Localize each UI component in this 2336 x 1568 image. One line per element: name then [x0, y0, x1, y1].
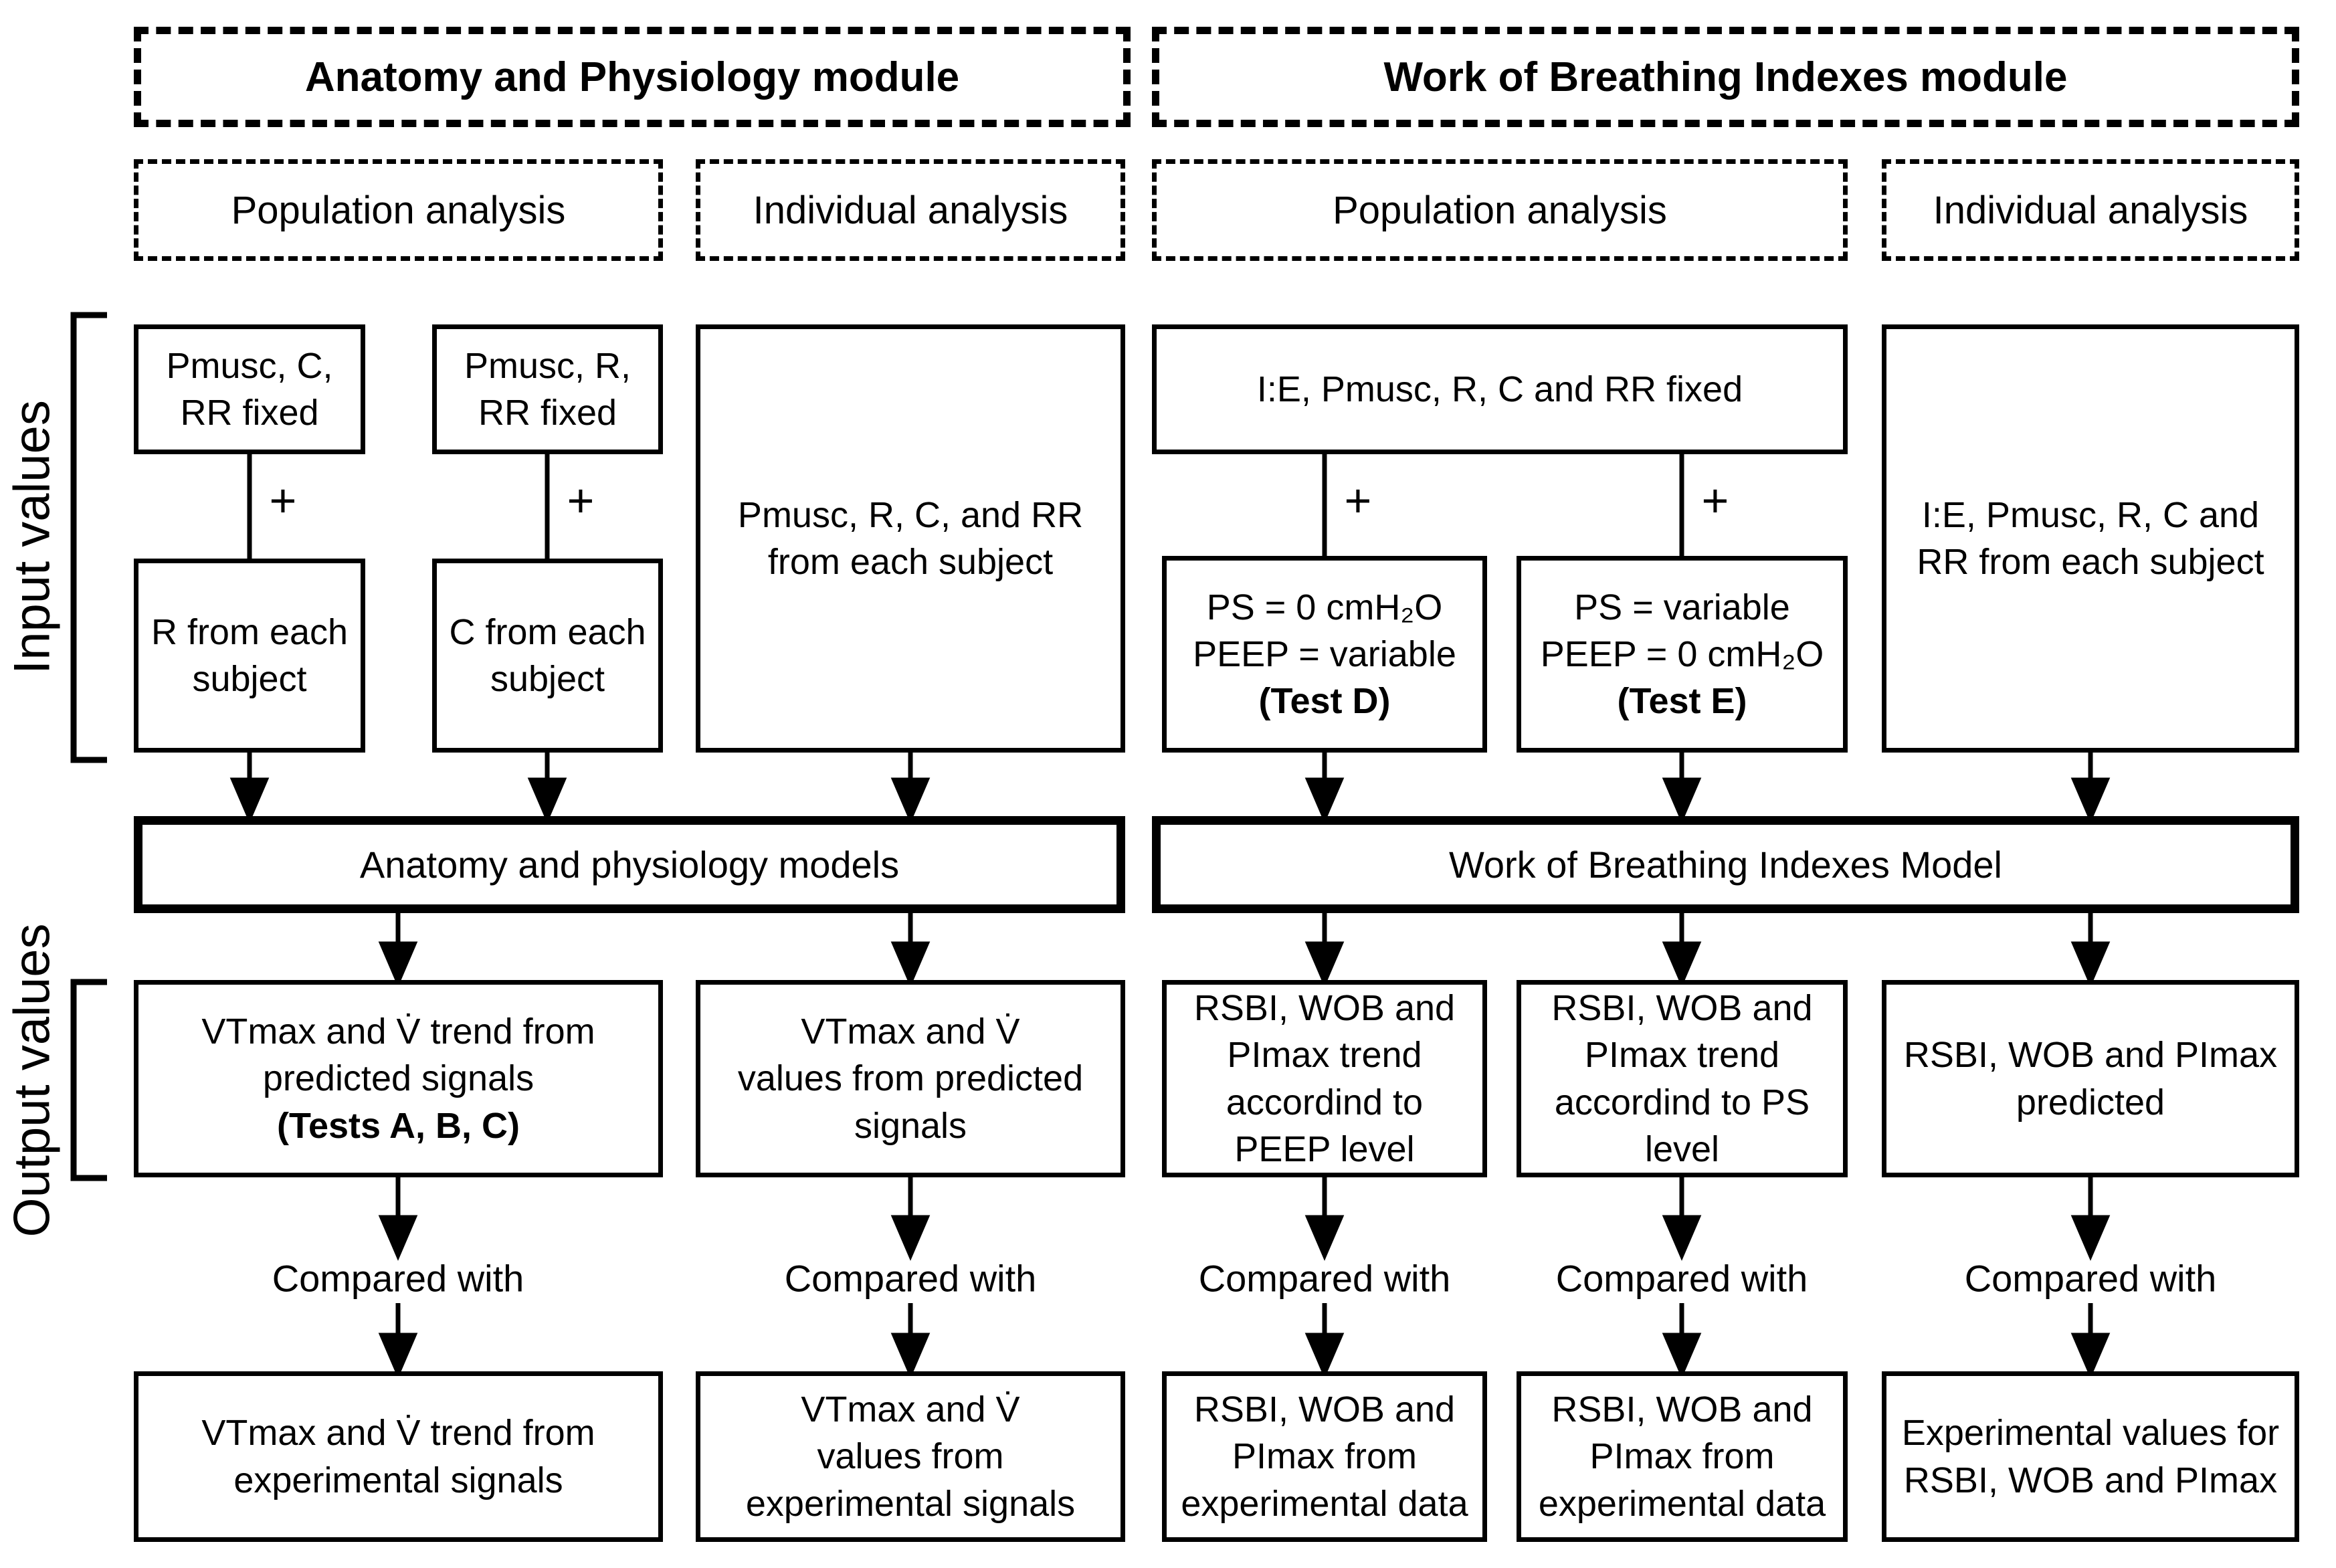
module-title: Anatomy and Physiology module	[304, 54, 960, 100]
input-box-test-e: PS = variable PEEP = 0 cmH₂O (Test E)	[1517, 556, 1848, 753]
output-box-rsbi-peep-trend: RSBI, WOB and PImax trend accordind to P…	[1162, 980, 1487, 1177]
box-text: Pmusc, R, RR fixed	[464, 345, 631, 433]
analysis-header-wob-individual: Individual analysis	[1882, 159, 2299, 261]
box-text: I:E, Pmusc, R, C and RR fixed	[1256, 369, 1743, 409]
box-text: RSBI, WOB and PImax from experimental da…	[1181, 1389, 1468, 1524]
box-text: R from each subject	[151, 611, 349, 699]
experimental-box-vtmax-values: VTmax and V̇ values from experimental si…	[696, 1371, 1125, 1542]
box-text: Pmusc, R, C, and RR from each subject	[737, 494, 1084, 582]
analysis-header-anatomy-population: Population analysis	[134, 159, 663, 261]
input-box-wob-fixed: I:E, Pmusc, R, C and RR fixed	[1152, 324, 1848, 454]
test-label: (Test E)	[1617, 681, 1747, 722]
output-box-rsbi-ps-trend: RSBI, WOB and PImax trend accordind to P…	[1517, 980, 1848, 1177]
analysis-label: Population analysis	[231, 188, 566, 232]
arrow-input-to-model	[229, 753, 2111, 823]
input-box-anatomy-individual: Pmusc, R, C, and RR from each subject	[696, 324, 1125, 753]
box-text: I:E, Pmusc, R, C and RR from each subjec…	[1917, 494, 2264, 582]
compared-with-label: Compared with	[272, 1257, 524, 1300]
input-box-wob-individual: I:E, Pmusc, R, C and RR from each subjec…	[1882, 324, 2299, 753]
box-text: PS = 0 cmH₂O PEEP = variable	[1193, 587, 1456, 674]
analysis-label: Individual analysis	[1933, 188, 2248, 232]
input-box-pop2-fixed: Pmusc, R, RR fixed	[432, 324, 663, 454]
compared-with-label: Compared with	[1964, 1257, 2217, 1300]
box-text: RSBI, WOB and PImax predicted	[1903, 1035, 2278, 1122]
module-title: Work of Breathing Indexes module	[1383, 54, 2068, 100]
input-values-bracket	[70, 312, 107, 763]
box-text: VTmax and V̇ trend from experimental sig…	[201, 1413, 595, 1500]
box-text: Experimental values for RSBI, WOB and PI…	[1901, 1413, 2280, 1500]
arrow-output-to-compare	[378, 1177, 2111, 1261]
input-box-pop1-fixed: Pmusc, C, RR fixed	[134, 324, 365, 454]
box-text: VTmax and V̇ trend from predicted signal…	[201, 1011, 595, 1099]
plus-sign: +	[567, 474, 595, 526]
box-text: VTmax and V̇ values from experimental si…	[745, 1389, 1076, 1524]
model-box-anatomy: Anatomy and physiology models	[134, 816, 1125, 913]
experimental-box-rsbi-ps: RSBI, WOB and PImax from experimental da…	[1517, 1371, 1848, 1542]
side-label-output-values: Output values	[3, 923, 61, 1238]
model-label: Work of Breathing Indexes Model	[1449, 844, 2002, 886]
input-box-test-d: PS = 0 cmH₂O PEEP = variable (Test D)	[1162, 556, 1487, 753]
input-box-pop2-subject: C from each subject	[432, 559, 663, 753]
tests-label: (Tests A, B, C)	[276, 1105, 520, 1146]
output-box-rsbi-predicted: RSBI, WOB and PImax predicted	[1882, 980, 2299, 1177]
module-header-anatomy: Anatomy and Physiology module	[134, 27, 1131, 127]
box-text: RSBI, WOB and PImax trend accordind to P…	[1193, 988, 1456, 1169]
box-text: VTmax and V̇ values from predicted signa…	[737, 1011, 1084, 1146]
plus-sign: +	[269, 474, 297, 526]
input-box-pop1-subject: R from each subject	[134, 559, 365, 753]
compared-with-label: Compared with	[1198, 1257, 1451, 1300]
compared-with-label: Compared with	[1555, 1257, 1808, 1300]
module-header-wob: Work of Breathing Indexes module	[1152, 27, 2299, 127]
arrow-compare-to-experimental	[378, 1303, 2111, 1379]
output-box-vtmax-values-predicted: VTmax and V̇ values from predicted signa…	[696, 980, 1125, 1177]
arrow-model-to-output	[378, 913, 2111, 987]
plus-sign: +	[1701, 474, 1729, 526]
box-text: RSBI, WOB and PImax from experimental da…	[1538, 1389, 1826, 1524]
model-label: Anatomy and physiology models	[359, 844, 900, 886]
analysis-header-wob-population: Population analysis	[1152, 159, 1848, 261]
output-box-vtmax-trend-predicted: VTmax and V̇ trend from predicted signal…	[134, 980, 663, 1177]
experimental-box-vtmax-trend: VTmax and V̇ trend from experimental sig…	[134, 1371, 663, 1542]
test-label: (Test D)	[1258, 681, 1391, 722]
compared-with-label: Compared with	[784, 1257, 1037, 1300]
output-values-bracket	[70, 979, 107, 1181]
experimental-box-rsbi-peep: RSBI, WOB and PImax from experimental da…	[1162, 1371, 1487, 1542]
plus-sign: +	[1344, 474, 1372, 526]
box-text: Pmusc, C, RR fixed	[166, 345, 333, 433]
box-text: C from each subject	[449, 611, 646, 699]
box-text: PS = variable PEEP = 0 cmH₂O	[1540, 587, 1824, 674]
analysis-label: Population analysis	[1333, 188, 1667, 232]
box-text: RSBI, WOB and PImax trend accordind to P…	[1551, 988, 1813, 1169]
experimental-box-rsbi-values: Experimental values for RSBI, WOB and PI…	[1882, 1371, 2299, 1542]
model-box-wob: Work of Breathing Indexes Model	[1152, 816, 2299, 913]
side-label-input-values: Input values	[3, 400, 61, 674]
analysis-header-anatomy-individual: Individual analysis	[696, 159, 1125, 261]
analysis-label: Individual analysis	[753, 188, 1068, 232]
